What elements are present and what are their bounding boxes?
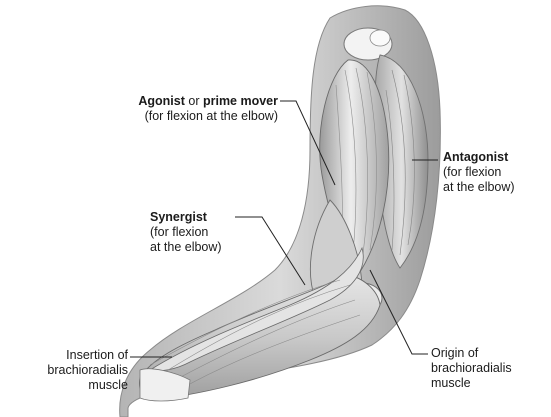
- synergist-note-line2: at the elbow): [150, 240, 222, 255]
- agonist-joiner: or: [185, 94, 203, 108]
- antagonist-note-line2: at the elbow): [443, 180, 515, 195]
- agonist-label: Agonist or prime mover (for flexion at t…: [86, 94, 278, 124]
- agonist-term: Agonist: [138, 94, 185, 108]
- agonist-note: (for flexion at the elbow): [86, 109, 278, 124]
- antagonist-note-line1: (for flexion: [443, 165, 515, 180]
- insertion-line2: brachioradialis: [10, 363, 128, 378]
- shoulder-head: [370, 30, 390, 46]
- synergist-label: Synergist (for flexion at the elbow): [150, 210, 222, 255]
- prime-mover-term: prime mover: [203, 94, 278, 108]
- origin-line3: muscle: [431, 376, 512, 391]
- origin-label: Origin of brachioradialis muscle: [431, 346, 512, 391]
- insertion-line3: muscle: [10, 378, 128, 393]
- synergist-term: Synergist: [150, 210, 207, 224]
- insertion-line1: Insertion of: [10, 348, 128, 363]
- synergist-note-line1: (for flexion: [150, 225, 222, 240]
- origin-line1: Origin of: [431, 346, 512, 361]
- antagonist-term: Antagonist: [443, 150, 508, 164]
- insertion-label: Insertion of brachioradialis muscle: [10, 348, 128, 393]
- antagonist-label: Antagonist (for flexion at the elbow): [443, 150, 515, 195]
- origin-line2: brachioradialis: [431, 361, 512, 376]
